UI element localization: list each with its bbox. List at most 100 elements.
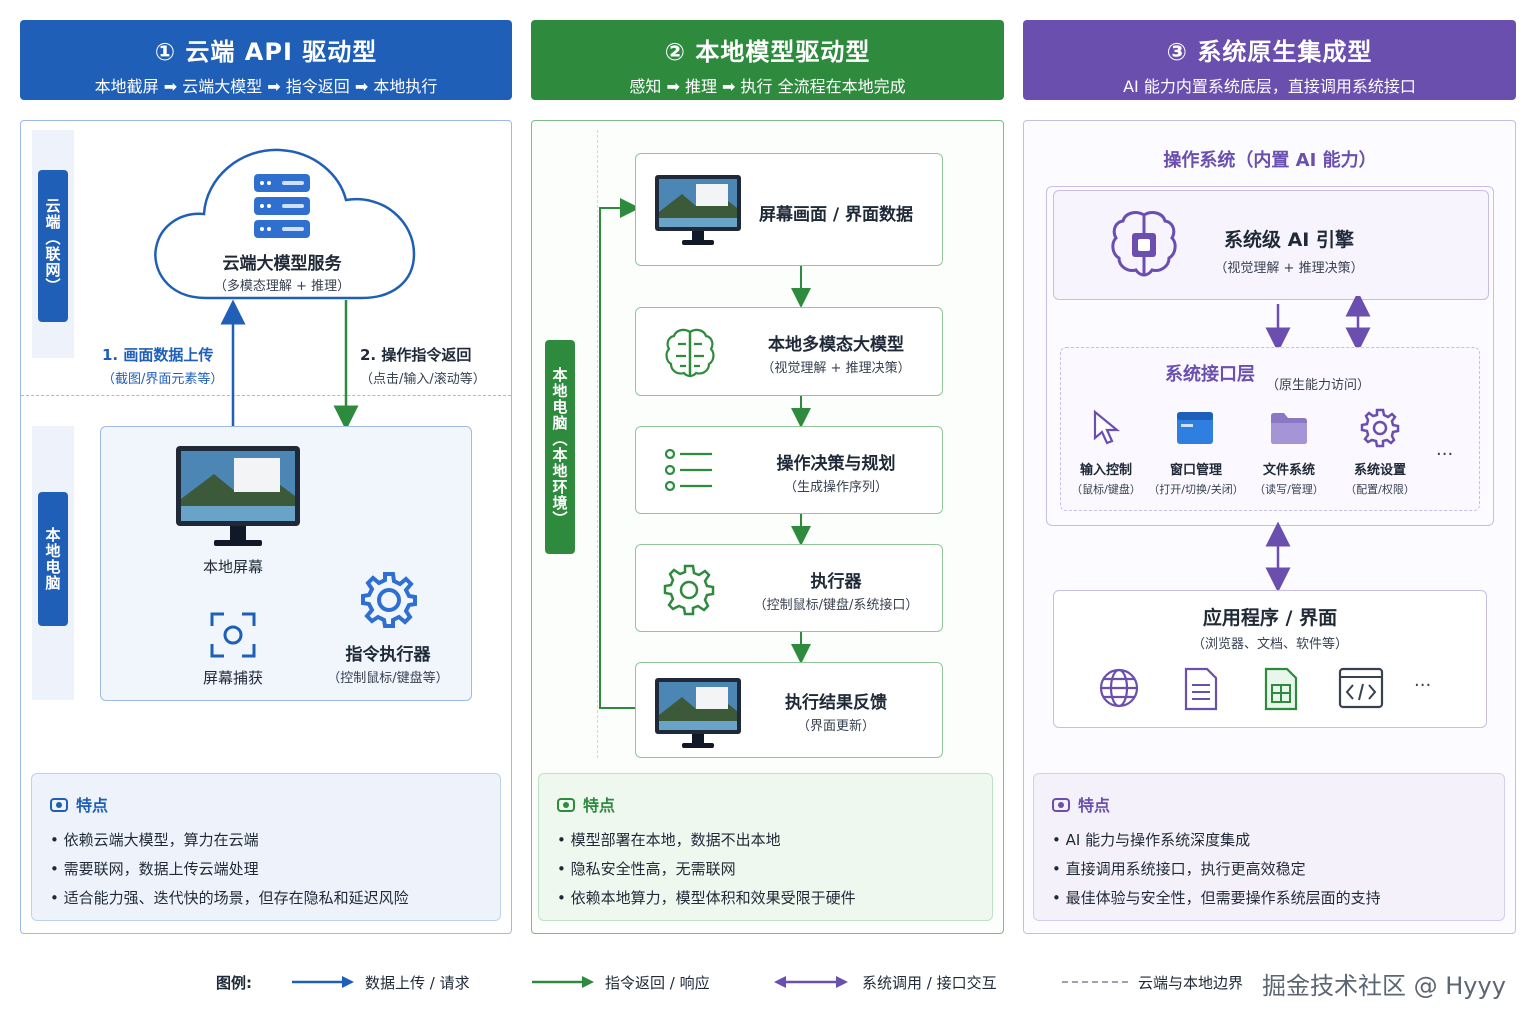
legend-arrow-return [532, 976, 594, 988]
camera-icon [50, 798, 68, 812]
interface-sub: （读写/管理） [1254, 483, 1324, 496]
features-card-system-native: 特点 AI 能力与操作系统深度集成 直接调用系统接口，执行更高效稳定 最佳体验与… [1033, 773, 1505, 921]
camera-icon [557, 798, 575, 812]
feature-item: 最佳体验与安全性，但需要操作系统层面的支持 [1052, 884, 1486, 913]
panel-cloud-api [20, 120, 512, 934]
step-title: 屏幕画面 / 界面数据 [758, 205, 914, 225]
spreadsheet-icon [1264, 667, 1298, 711]
cloud-service-title: 云端大模型服务 [222, 254, 342, 274]
column-title: ① 云端 API 驱动型 [154, 38, 378, 66]
column-title: ③ 系统原生集成型 [1166, 38, 1373, 66]
return-sub: （点击/输入/滚动等） [360, 372, 486, 387]
local-zone-strip [543, 130, 598, 758]
feature-item: 直接调用系统接口，执行更高效稳定 [1052, 855, 1486, 884]
legend-arrow-upload [292, 976, 354, 988]
cloud-zone-tag: 云端（联网） [38, 170, 68, 322]
step-title: 执行器 [810, 572, 862, 592]
legend-arrow-system-call [774, 976, 848, 988]
legend-boundary-line [1062, 981, 1128, 983]
globe-icon [1099, 668, 1139, 708]
step-screen-data: 屏幕画面 / 界面数据 [635, 153, 943, 266]
watermark: 掘金技术社区 @ Hyyy [1262, 972, 1506, 1000]
features-title: 特点 [76, 796, 109, 815]
step-local-llm: 本地多模态大模型 （视觉理解 + 推理决策） [635, 307, 943, 396]
interface-sub: （配置/权限） [1345, 483, 1415, 496]
legend-item: 云端与本地边界 [1138, 974, 1244, 992]
document-icon [1184, 667, 1218, 711]
gear-icon [663, 564, 715, 616]
executor-sub: （控制鼠标/键盘等） [327, 671, 449, 686]
upload-sub: （截图/界面元素等） [102, 372, 224, 387]
features-card-local-model: 特点 模型部署在本地，数据不出本地 隐私安全性高，无需联网 依赖本地算力，模型体… [538, 773, 993, 921]
monitor-icon [655, 175, 741, 245]
features-card-cloud-api: 特点 依赖云端大模型，算力在云端 需要联网，数据上传云端处理 适合能力强、迭代快… [31, 773, 501, 921]
legend-label: 图例: [216, 974, 252, 992]
features-title: 特点 [583, 796, 616, 815]
step-feedback: 执行结果反馈 （界面更新） [635, 662, 943, 758]
brain-icon [665, 328, 715, 378]
column-subtitle: 感知 ➡ 推理 ➡ 执行 全流程在本地完成 [629, 77, 906, 96]
server-icon [254, 174, 310, 238]
step-title: 本地多模态大模型 [768, 335, 904, 355]
interface-sub: （打开/切换/关闭） [1148, 483, 1244, 496]
interface-label: 窗口管理 [1169, 463, 1222, 478]
feature-item: 模型部署在本地，数据不出本地 [557, 826, 974, 855]
ai-engine-title: 系统级 AI 引擎 [1223, 229, 1354, 251]
screen-capture-label: 屏幕捕获 [202, 669, 263, 687]
column-subtitle: AI 能力内置系统底层，直接调用系统接口 [1123, 77, 1416, 96]
cloud-service-sub: （多模态理解 + 推理） [213, 279, 351, 294]
feature-item: 隐私安全性高，无需联网 [557, 855, 974, 884]
code-window-icon [1338, 667, 1384, 709]
brain-chip-icon [1111, 211, 1177, 277]
local-env-tag: 本地电脑（本地环境） [545, 340, 575, 554]
camera-icon [1052, 798, 1070, 812]
interface-label: 输入控制 [1079, 463, 1132, 478]
local-zone-tag: 本地电脑 [38, 492, 68, 626]
monitor-icon [176, 446, 300, 546]
gear-icon [1360, 408, 1400, 448]
interface-label: 文件系统 [1262, 463, 1315, 478]
step-sub: （控制鼠标/键盘/系统接口） [753, 598, 919, 613]
column-title: ② 本地模型驱动型 [664, 38, 871, 66]
apps-sub: （浏览器、文档、软件等） [1191, 637, 1348, 652]
column-subtitle: 本地截屏 ➡ 云端大模型 ➡ 指令返回 ➡ 本地执行 [94, 77, 438, 96]
step-sub: （生成操作序列） [783, 480, 888, 495]
ai-engine-box: 系统级 AI 引擎 （视觉理解 + 推理决策） [1053, 190, 1489, 300]
feature-item: 需要联网，数据上传云端处理 [50, 855, 482, 884]
monitor-icon [655, 678, 741, 748]
column-header-cloud-api: ① 云端 API 驱动型 本地截屏 ➡ 云端大模型 ➡ 指令返回 ➡ 本地执行 [20, 20, 512, 100]
feature-item: 适合能力强、迭代快的场景，但存在隐私和延迟风险 [50, 884, 482, 913]
legend-item: 指令返回 / 响应 [605, 974, 710, 992]
executor-gear-icon [361, 572, 417, 628]
interface-layer-title: 系统接口层 [1165, 364, 1255, 385]
executor-title: 指令执行器 [345, 645, 431, 665]
cloud-local-boundary [21, 395, 511, 396]
window-icon [1177, 412, 1213, 444]
folder-icon [1271, 413, 1307, 444]
legend-item: 数据上传 / 请求 [365, 974, 470, 992]
features-title: 特点 [1078, 796, 1111, 815]
return-label: 2. 操作指令返回 [360, 346, 472, 364]
feature-item: 依赖本地算力，模型体积和效果受限于硬件 [557, 884, 974, 913]
feature-item: 依赖云端大模型，算力在云端 [50, 826, 482, 855]
os-title: 操作系统（内置 AI 能力） [1163, 150, 1377, 171]
local-screen-label: 本地屏幕 [202, 558, 263, 576]
upload-label: 1. 画面数据上传 [102, 346, 214, 364]
column-header-local-model: ② 本地模型驱动型 感知 ➡ 推理 ➡ 执行 全流程在本地完成 [531, 20, 1004, 100]
interface-sub: （鼠标/键盘） [1071, 483, 1141, 496]
screen-capture-icon [210, 612, 256, 658]
step-sub: （视觉理解 + 推理决策） [761, 361, 911, 376]
ai-engine-sub: （视觉理解 + 推理决策） [1214, 261, 1364, 276]
step-title: 操作决策与规划 [776, 454, 896, 474]
list-icon [664, 448, 712, 492]
local-model-arrows [599, 198, 811, 709]
system-call-arrows [1265, 296, 1371, 593]
interface-label: 系统设置 [1353, 463, 1406, 478]
cursor-icon [1093, 410, 1121, 445]
step-sub: （界面更新） [796, 719, 875, 734]
legend-item: 系统调用 / 接口交互 [862, 974, 997, 992]
more-apps: ··· [1414, 675, 1432, 696]
step-planning: 操作决策与规划 （生成操作序列） [635, 426, 943, 514]
more-interfaces: ··· [1436, 444, 1454, 465]
apps-box: 应用程序 / 界面 （浏览器、文档、软件等） ··· [1053, 590, 1487, 728]
